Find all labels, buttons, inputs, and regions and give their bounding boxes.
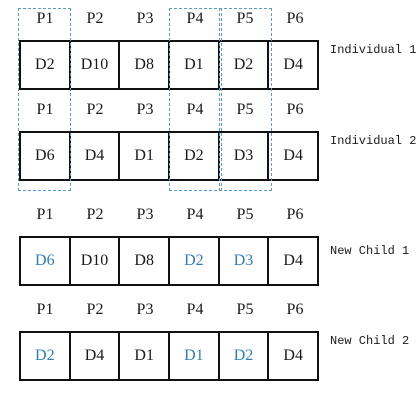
position-label: P3 [136, 206, 154, 223]
position-label: P5 [236, 206, 254, 223]
individual-1-chromosome: D2 D10 D8 D1 D2 D4 [19, 40, 319, 90]
position-label: P5 [236, 301, 254, 318]
row-label: Individual 2 [330, 134, 417, 148]
position-label: P3 [136, 301, 154, 318]
gene-cell: D10 [71, 42, 121, 88]
gene-cell: D4 [283, 347, 303, 364]
gene-cell: D2 [220, 333, 270, 379]
gene-cell: D2 [170, 133, 220, 179]
new-child-2-chromosome: D2 D4 D1 D1 D2 D4 [19, 331, 319, 381]
position-label: P6 [286, 301, 304, 318]
gene-cell: D2 [170, 238, 220, 284]
gene-cell: D6 [21, 133, 71, 179]
row-label: Individual 1 [330, 43, 417, 57]
position-label: P2 [86, 10, 104, 27]
position-label: P1 [36, 101, 54, 118]
gene-cell: D1 [170, 42, 220, 88]
gene-cell: D8 [120, 238, 171, 284]
position-label: P6 [286, 10, 304, 27]
position-label: P2 [86, 101, 104, 118]
gene-cell: D6 [21, 238, 71, 284]
gene-cell: D1 [170, 333, 220, 379]
position-label: P6 [286, 101, 304, 118]
gene-cell: D4 [283, 56, 303, 73]
gene-cell: D4 [71, 333, 121, 379]
position-label: P4 [186, 206, 204, 223]
gene-cell: D3 [220, 133, 270, 179]
position-label: P5 [236, 101, 254, 118]
gene-cell: D2 [220, 42, 270, 88]
gene-cell: D3 [220, 238, 270, 284]
position-label: P4 [186, 10, 204, 27]
gene-cell: D1 [120, 333, 171, 379]
position-label: P4 [186, 301, 204, 318]
position-label: P4 [186, 101, 204, 118]
gene-cell: D2 [21, 333, 71, 379]
position-label: P5 [236, 10, 254, 27]
row-label: New Child 2 [330, 334, 410, 348]
gene-cell: D4 [71, 133, 121, 179]
position-label: P6 [286, 206, 304, 223]
position-label: P2 [86, 206, 104, 223]
position-label: P3 [136, 101, 154, 118]
position-label: P1 [36, 301, 54, 318]
row-label: New Child 1 [330, 244, 410, 258]
gene-cell: D1 [120, 133, 171, 179]
gene-cell: D8 [120, 42, 171, 88]
gene-cell: D2 [21, 42, 71, 88]
new-child-1-chromosome: D6 D10 D8 D2 D3 D4 [19, 236, 319, 286]
gene-cell: D10 [71, 238, 121, 284]
gene-cell: D4 [283, 147, 303, 164]
position-label: P1 [36, 10, 54, 27]
position-label: P2 [86, 301, 104, 318]
position-label: P3 [136, 10, 154, 27]
gene-cell: D4 [283, 252, 303, 269]
position-label: P1 [36, 206, 54, 223]
individual-2-chromosome: D6 D4 D1 D2 D3 D4 [19, 131, 319, 181]
